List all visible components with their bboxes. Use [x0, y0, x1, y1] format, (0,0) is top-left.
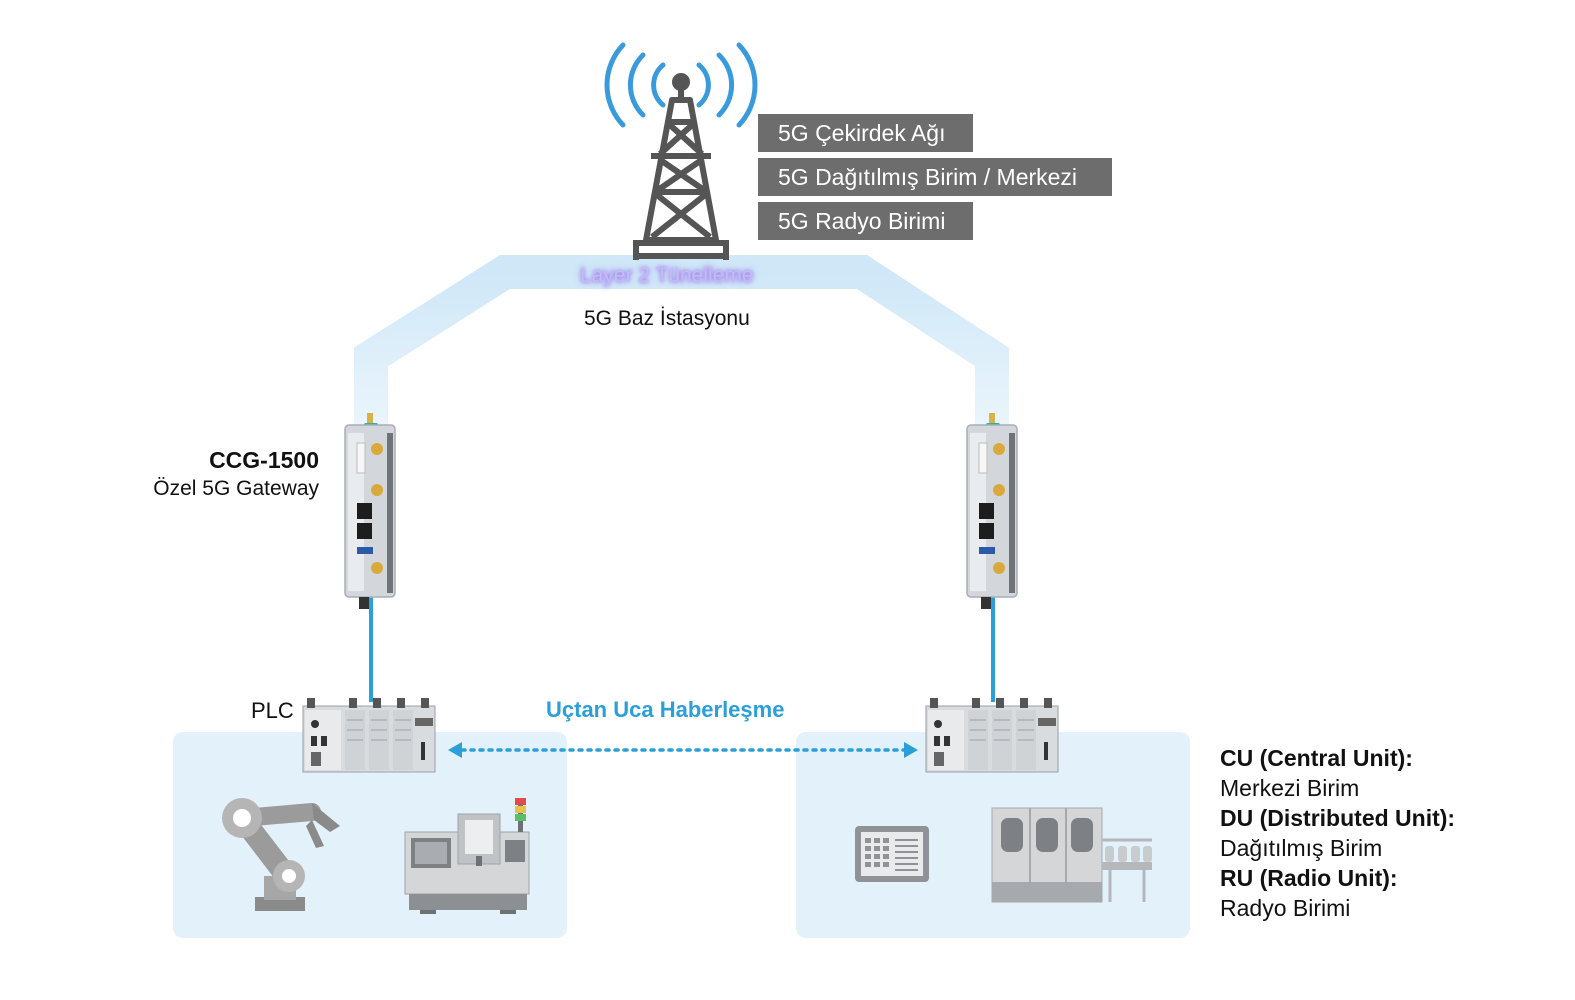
- e2e-communication-label: Uçtan Uca Haberleşme: [546, 697, 785, 722]
- legend-term-du: DU (Distributed Unit):: [1220, 805, 1456, 831]
- core-network-label: 5G Çekirdek Ağı: [758, 114, 973, 152]
- gateway-device-right: [966, 413, 1018, 609]
- gateway-model-label: CCG-1500: [209, 447, 319, 473]
- robot-arm-icon: [222, 798, 340, 911]
- tunnel-label: Layer 2 Tünelleme: [580, 264, 754, 287]
- legend-def-cu: Merkezi Birim: [1220, 775, 1360, 801]
- e2e-arrow: [448, 742, 918, 758]
- cell-tower-icon: [604, 42, 758, 260]
- legend-term-ru: RU (Radio Unit):: [1220, 865, 1398, 891]
- plc-device-right: [925, 698, 1059, 773]
- legend-def-ru: Radyo Birimi: [1220, 895, 1351, 921]
- base-station-label: 5G Baz İstasyonu: [584, 307, 750, 330]
- hmi-panel-icon: [855, 826, 929, 882]
- plc-label: PLC: [251, 698, 294, 723]
- distributed-unit-label: 5G Dağıtılmış Birim / Merkezi: [758, 158, 1112, 196]
- legend-def-du: Dağıtılmış Birim: [1220, 835, 1383, 861]
- gateway-description-label: Özel 5G Gateway: [153, 477, 319, 500]
- legend-term-cu: CU (Central Unit):: [1220, 745, 1413, 771]
- filling-machine-icon: [991, 807, 1152, 903]
- layer2-tunnel: [354, 255, 1009, 425]
- plc-device-left: [302, 698, 436, 773]
- cnc-machine-icon: [404, 798, 530, 914]
- legend: CU (Central Unit): Merkezi Birim DU (Dis…: [1220, 743, 1455, 923]
- radio-unit-label: 5G Radyo Birimi: [758, 202, 973, 240]
- gateway-device-left: [344, 413, 396, 609]
